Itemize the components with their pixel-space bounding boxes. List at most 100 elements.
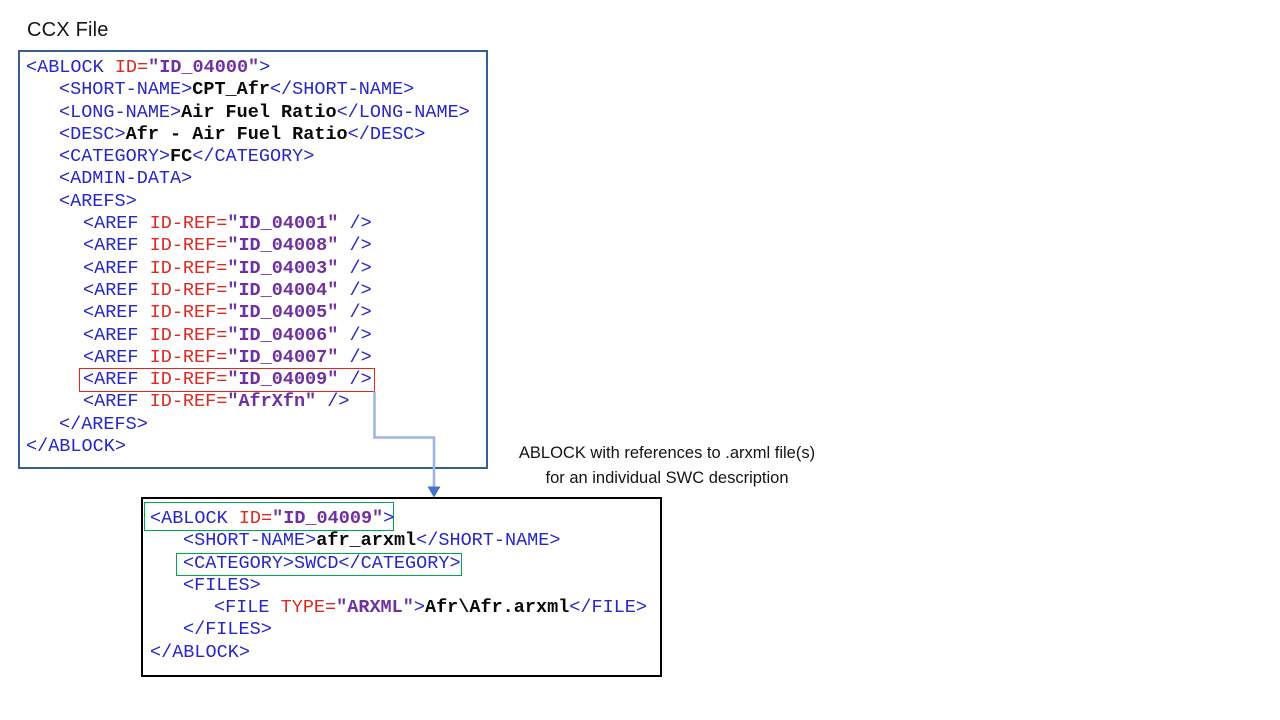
code-token-val: "AfrXfn" <box>227 391 317 413</box>
code-line: <LONG-NAME>Air Fuel Ratio</LONG-NAME> <box>26 102 486 124</box>
code-line: <CATEGORY>SWCD</CATEGORY> <box>150 553 660 575</box>
page-title: CCX File <box>27 19 109 41</box>
code-token-val: "ID_04006" <box>227 324 339 346</box>
code-token-attr: ID-REF= <box>149 279 228 301</box>
code-token-tag: <AREF <box>83 213 150 235</box>
code-token-tag: <AREF <box>83 346 150 368</box>
code-token-attr: TYPE= <box>280 597 337 619</box>
code-token-attr: ID= <box>238 508 273 529</box>
code-token-txt: FC <box>170 146 193 168</box>
code-line: </FILES> <box>150 619 660 641</box>
code-token-txt: CPT_Afr <box>192 79 270 101</box>
code-token-tag: </SHORT-NAME> <box>416 530 561 552</box>
code-token-tag: /> <box>338 235 372 257</box>
code-token-tag: </DESC> <box>347 123 426 145</box>
code-token-tag: <AREF <box>83 391 150 413</box>
code-line: <SHORT-NAME>afr_arxml</SHORT-NAME> <box>150 530 660 552</box>
code-token-tag: /> <box>338 324 372 346</box>
code-token-txt: Air Fuel Ratio <box>181 101 337 123</box>
code-token-tag: </AREFS> <box>59 413 148 435</box>
code-line: <AREF ID-REF="ID_04003" /> <box>26 258 486 280</box>
code-line: <AREF ID-REF="ID_04004" /> <box>26 280 486 302</box>
code-token-val: "ID_04001" <box>227 213 339 235</box>
code-line: <ABLOCK ID="ID_04009"> <box>150 508 660 530</box>
code-token-tag: <LONG-NAME> <box>59 101 182 123</box>
code-token-val: "ID_04005" <box>227 302 339 324</box>
code-line: <DESC>Afr - Air Fuel Ratio</DESC> <box>26 124 486 146</box>
code-token-tag: /> <box>316 391 350 413</box>
code-line: <ABLOCK ID="ID_04000"> <box>26 57 486 79</box>
code-token-attr: ID-REF= <box>149 324 228 346</box>
code-line: <AREF ID-REF="ID_04009" /> <box>26 369 486 391</box>
code-line: <AREFS> <box>26 191 486 213</box>
code-token-attr: ID-REF= <box>149 346 228 368</box>
code-token-tag: </FILES> <box>183 619 272 641</box>
code-line: <ADMIN-DATA> <box>26 168 486 190</box>
code-token-tag: /> <box>338 346 372 368</box>
code-line: <AREF ID-REF="ID_04008" /> <box>26 235 486 257</box>
code-token-tag: </ABLOCK> <box>150 641 250 663</box>
code-token-tag: <AREF <box>83 302 150 324</box>
code-token-val: "ID_04008" <box>227 235 339 257</box>
code-token-attr: ID-REF= <box>149 302 228 324</box>
code-token-tag: <SHORT-NAME> <box>183 530 317 552</box>
code-line: <AREF ID-REF="ID_04006" /> <box>26 325 486 347</box>
code-line: </ABLOCK> <box>26 436 486 458</box>
code-line: <AREF ID-REF="ID_04005" /> <box>26 302 486 324</box>
code-token-tag: </LONG-NAME> <box>336 101 470 123</box>
code-token-val: "ID_04004" <box>227 279 339 301</box>
code-token-tag: /> <box>338 213 372 235</box>
code-token-tag: <CATEGORY>SWCD</CATEGORY> <box>183 552 461 574</box>
code-token-tag: <AREF <box>83 369 150 391</box>
code-token-val: "ID_04000" <box>148 57 260 78</box>
code-line: <AREF ID-REF="ID_04001" /> <box>26 213 486 235</box>
code-line: <AREF ID-REF="AfrXfn" /> <box>26 391 486 413</box>
code-line: <FILE TYPE="ARXML">Afr\Afr.arxml</FILE> <box>150 597 660 619</box>
code-token-attr: ID-REF= <box>149 369 228 391</box>
code-token-tag: <AREF <box>83 235 150 257</box>
code-token-tag: <ABLOCK <box>150 508 239 529</box>
code-token-tag: </SHORT-NAME> <box>269 79 415 101</box>
code-token-tag: </FILE> <box>569 597 648 619</box>
code-token-tag: /> <box>338 279 372 301</box>
code-token-val: "ID_04009" <box>272 508 384 529</box>
code-token-tag: <ADMIN-DATA> <box>59 168 193 190</box>
code-line: </ABLOCK> <box>150 642 660 664</box>
annotation-text: ABLOCK with references to .arxml file(s)… <box>500 441 834 490</box>
code-token-attr: ID-REF= <box>149 257 228 279</box>
code-token-tag: > <box>413 597 425 619</box>
code-token-tag: </CATEGORY> <box>192 146 315 168</box>
code-token-tag: </ABLOCK> <box>26 436 126 458</box>
code-token-val: "ID_04009" <box>227 369 339 391</box>
code-token-tag: <AREF <box>83 324 150 346</box>
code-token-tag: <AREF <box>83 279 150 301</box>
code-token-tag: /> <box>338 257 372 279</box>
code-token-txt: Afr\Afr.arxml <box>424 597 570 619</box>
code-token-tag: > <box>259 57 271 78</box>
code-token-attr: ID-REF= <box>149 391 228 413</box>
arxml-ablock-code-box: <ABLOCK ID="ID_04009"><SHORT-NAME>afr_ar… <box>141 497 662 677</box>
code-token-tag: <AREF <box>83 257 150 279</box>
code-token-tag: <ABLOCK <box>26 57 115 78</box>
code-token-val: "ARXML" <box>336 597 414 619</box>
code-token-tag: <DESC> <box>59 123 126 145</box>
code-token-txt: afr_arxml <box>316 530 417 552</box>
code-token-val: "ID_04007" <box>227 346 339 368</box>
code-token-tag: <CATEGORY> <box>59 146 171 168</box>
annotation-line-1: ABLOCK with references to .arxml file(s) <box>518 444 816 462</box>
code-token-tag: > <box>383 508 395 529</box>
code-line: <CATEGORY>FC</CATEGORY> <box>26 146 486 168</box>
code-token-val: "ID_04003" <box>227 257 339 279</box>
code-token-attr: ID= <box>114 57 149 78</box>
arrow-head-icon <box>427 486 441 498</box>
code-token-attr: ID-REF= <box>149 235 228 257</box>
code-token-attr: ID-REF= <box>149 213 228 235</box>
annotation-line-2: for an individual SWC description <box>545 468 789 487</box>
code-token-tag: <SHORT-NAME> <box>59 79 193 101</box>
code-token-tag: <FILES> <box>183 574 261 596</box>
code-token-tag: /> <box>338 369 372 391</box>
code-line: <AREF ID-REF="ID_04007" /> <box>26 347 486 369</box>
code-line: <SHORT-NAME>CPT_Afr</SHORT-NAME> <box>26 79 486 101</box>
code-token-tag: <FILE <box>214 597 281 619</box>
